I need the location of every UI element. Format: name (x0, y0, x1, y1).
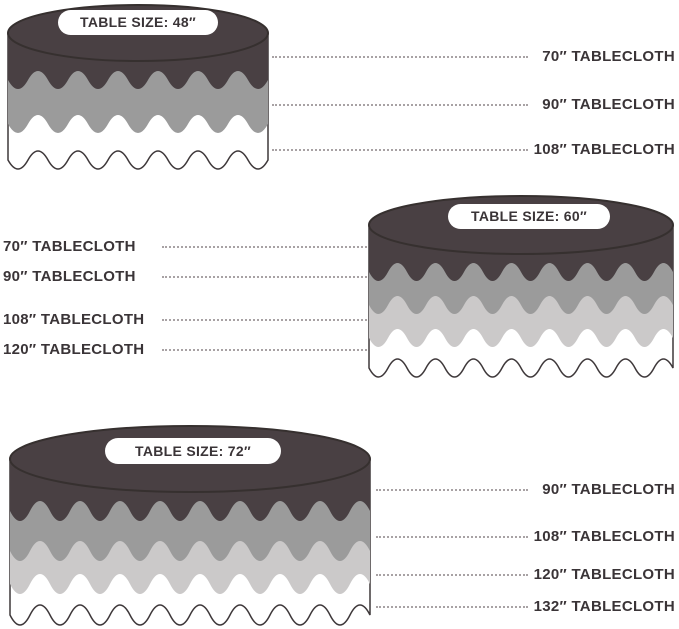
leader-line (376, 536, 528, 538)
tablecloth-label: 90″ TABLECLOTH (542, 481, 675, 498)
leader-line (272, 56, 528, 58)
leader-line (162, 319, 367, 321)
leader-line (272, 149, 528, 151)
leader-line (376, 574, 528, 576)
tablecloth-label: 108″ TABLECLOTH (533, 141, 675, 158)
table-size-title-60: TABLE SIZE: 60″ (471, 208, 587, 224)
leader-line (376, 489, 528, 491)
table-48-illustration: TABLE SIZE: 48″ (7, 4, 269, 170)
tablecloth-label: 120″ TABLECLOTH (3, 341, 145, 358)
table-size-pill-48 (58, 10, 218, 35)
leader-line (162, 246, 367, 248)
tablecloth-layer-132-outline (9, 459, 371, 626)
tablecloth-label: 90″ TABLECLOTH (3, 268, 136, 285)
table-size-pill-60 (448, 204, 610, 229)
tablecloth-layer-108-outline (7, 33, 269, 170)
tablecloth-layer-120-outline (368, 225, 674, 378)
table-size-title-72: TABLE SIZE: 72″ (135, 443, 251, 459)
tablecloth-label: 70″ TABLECLOTH (3, 238, 136, 255)
tablecloth-label: 132″ TABLECLOTH (533, 598, 675, 615)
leader-line (272, 104, 528, 106)
table-72-illustration: TABLE SIZE: 72″ (9, 425, 371, 626)
table-size-title-48: TABLE SIZE: 48″ (80, 14, 196, 30)
leader-line (162, 349, 367, 351)
table-size-pill-72 (105, 438, 281, 464)
tablecloth-label: 108″ TABLECLOTH (533, 528, 675, 545)
tablecloth-label: 120″ TABLECLOTH (533, 566, 675, 583)
tablecloth-label: 70″ TABLECLOTH (542, 48, 675, 65)
table-60-illustration: TABLE SIZE: 60″ (368, 195, 674, 378)
leader-line (162, 276, 367, 278)
tablecloth-label: 108″ TABLECLOTH (3, 311, 145, 328)
leader-line (376, 606, 528, 608)
tablecloth-label: 90″ TABLECLOTH (542, 96, 675, 113)
